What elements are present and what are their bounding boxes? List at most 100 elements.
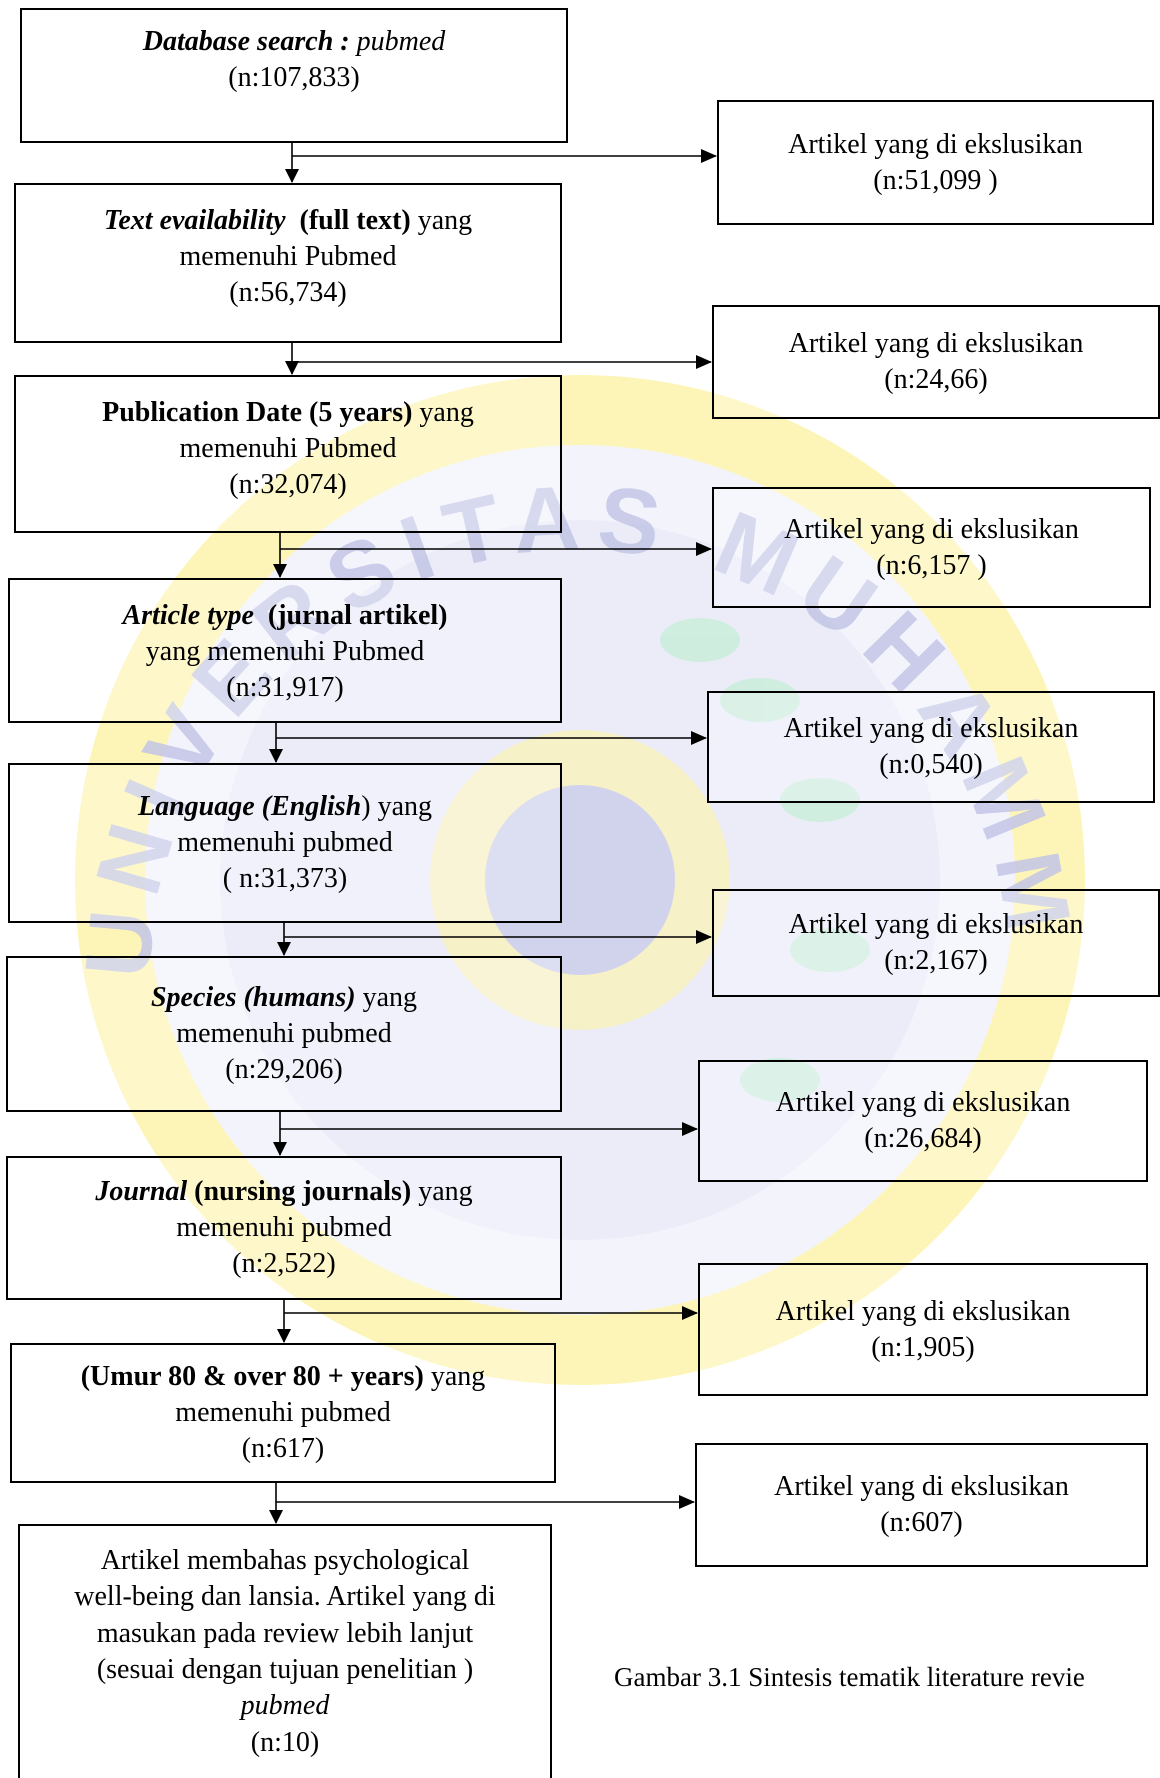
excluded-count: (n:51,099 ) (873, 164, 998, 196)
main-title-line: Species (humans) yang (151, 980, 417, 1016)
main-title-line: Publication Date (5 years) yang (102, 395, 474, 431)
box-excluded-8: Artikel yang di ekslusikan (n:607) (695, 1443, 1148, 1567)
box-article-type: Article type (jurnal artikel) yang memen… (8, 578, 562, 723)
arrowhead-down-icon (269, 1510, 283, 1524)
title-fragment: (full text) (285, 205, 411, 236)
title-fragment: yang (423, 1361, 486, 1393)
arrowhead-down-icon (277, 942, 291, 956)
title-fragment: (jurnal artikel) (253, 600, 448, 631)
main-subtitle: yang memenuhi Pubmed (145, 635, 425, 667)
final-line-3: masukan pada review lebih lanjut (96, 1617, 474, 1649)
box-age: (Umur 80 & over 80 + years) yang memenuh… (10, 1343, 556, 1483)
excluded-count: (n:1,905) (871, 1331, 975, 1363)
main-title-line: Journal (nursing journals) yang (95, 1174, 472, 1210)
excluded-count: (n:0,540) (879, 749, 983, 780)
main-count: (n:617) (241, 1432, 325, 1464)
box-excluded-7: Artikel yang di ekslusikan (n:1,905) (698, 1263, 1148, 1396)
excluded-label: Artikel yang di ekslusikan (784, 513, 1079, 545)
arrowhead-down-icon (277, 1329, 291, 1343)
box-excluded-1: Artikel yang di ekslusikan (n:51,099 ) (717, 100, 1154, 225)
excluded-count: (n:6,157 ) (876, 549, 987, 581)
main-title-line: Article type (jurnal artikel) (122, 598, 447, 634)
main-count: (n:56,734) (229, 276, 347, 308)
final-line-4: (sesuai dengan tujuan penelitian ) (96, 1654, 474, 1685)
excluded-label: Artikel yang di ekslusikan (775, 1295, 1071, 1327)
box-final-included: Artikel membahas psychological well-bein… (18, 1524, 552, 1778)
excluded-label: Artikel yang di ekslusikan (788, 328, 1084, 360)
main-count: ( n:31,373) (222, 862, 348, 894)
arrowhead-right-icon (682, 1306, 698, 1320)
arrowhead-down-icon (273, 1142, 287, 1156)
box-database-search: Database search : pubmed (n:107,833) (20, 8, 568, 143)
main-count: (n:2,522) (232, 1247, 336, 1279)
excluded-label: Artikel yang di ekslusikan (775, 1087, 1071, 1119)
final-line-1: Artikel membahas psychological (100, 1544, 470, 1576)
box-language: Language (English) yang memenuhi pubmed … (8, 763, 562, 923)
excluded-count: (n:24,66) (884, 364, 988, 395)
title-fragment: Text evailability (103, 205, 286, 236)
main-count: (n:107,833) (228, 61, 360, 93)
title-fragment: yang (410, 205, 473, 236)
arrowhead-down-icon (285, 169, 299, 183)
main-title-line: Language (English) yang (138, 789, 432, 825)
arrowhead-right-icon (696, 930, 712, 944)
box-journal: Journal (nursing journals) yang memenuhi… (6, 1156, 562, 1300)
excluded-label: Artikel yang di ekslusikan (783, 713, 1079, 745)
title-fragment: yang (355, 982, 417, 1014)
main-title-line: Database search : pubmed (143, 24, 446, 60)
title-fragment: (Umur 80 & over 80 + years) (80, 1361, 424, 1393)
excluded-label: Artikel yang di ekslusikan (788, 128, 1083, 160)
main-subtitle: memenuhi pubmed (176, 1018, 392, 1050)
box-publication-date: Publication Date (5 years) yang memenuhi… (14, 375, 562, 533)
excluded-count: (n:607) (880, 1507, 963, 1538)
title-fragment: (nursing journals) (187, 1176, 412, 1208)
box-excluded-3: Artikel yang di ekslusikan (n:6,157 ) (712, 487, 1151, 608)
box-excluded-6: Artikel yang di ekslusikan (n:26,684) (698, 1060, 1148, 1182)
arrowhead-right-icon (701, 149, 717, 163)
excluded-label: Artikel yang di ekslusikan (774, 1471, 1069, 1503)
title-fragment: Journal (95, 1176, 188, 1208)
main-count: (n:29,206) (225, 1053, 343, 1085)
figure-caption: Gambar 3.1 Sintesis tematik literature r… (614, 1662, 1085, 1692)
box-text-availability: Text evailability (full text) yang memen… (14, 183, 562, 343)
box-excluded-4: Artikel yang di ekslusikan (n:0,540) (707, 691, 1155, 803)
title-fragment: pubmed (356, 26, 446, 57)
arrowhead-right-icon (696, 355, 712, 369)
title-fragment: Species (humans) (150, 982, 356, 1014)
main-count: (n:31,917) (226, 671, 344, 703)
title-fragment: Publication Date (5 years) (102, 397, 413, 428)
box-excluded-5: Artikel yang di ekslusikan (n:2,167) (712, 889, 1160, 997)
watermark-sun (430, 730, 730, 1030)
main-subtitle: memenuhi pubmed (177, 827, 393, 859)
main-title-line: (Umur 80 & over 80 + years) yang (81, 1359, 486, 1395)
box-species: Species (humans) yang memenuhi pubmed (n… (6, 956, 562, 1112)
arrowhead-down-icon (269, 749, 283, 763)
arrowhead-right-icon (696, 542, 712, 556)
title-fragment: ) yang (361, 791, 433, 823)
box-excluded-2: Artikel yang di ekslusikan (n:24,66) (712, 305, 1160, 419)
excluded-count: (n:26,684) (864, 1123, 982, 1154)
excluded-label: Artikel yang di ekslusikan (788, 909, 1084, 941)
arrowhead-down-icon (273, 564, 287, 578)
title-fragment: yang (411, 1176, 473, 1208)
title-fragment: yang (412, 397, 474, 428)
title-fragment: Database search : (142, 26, 357, 57)
title-fragment: Article type (122, 600, 254, 631)
excluded-count: (n:2,167) (884, 945, 988, 976)
main-title-line: Text evailability (full text) yang (104, 203, 472, 239)
title-fragment: Language (English (137, 791, 362, 823)
watermark-leaves (660, 618, 870, 1102)
final-line-5: pubmed (240, 1690, 330, 1722)
arrowhead-right-icon (691, 731, 707, 745)
final-line-2: well-being dan lansia. Artikel yang di (74, 1581, 496, 1613)
final-count: (n:10) (250, 1726, 320, 1758)
main-subtitle: memenuhi Pubmed (179, 240, 397, 272)
main-subtitle: memenuhi Pubmed (179, 432, 397, 464)
main-subtitle: memenuhi pubmed (176, 1212, 392, 1244)
arrowhead-down-icon (285, 361, 299, 375)
arrowhead-right-icon (682, 1122, 698, 1136)
main-count: (n:32,074) (229, 468, 347, 500)
arrowhead-right-icon (679, 1495, 695, 1509)
main-subtitle: memenuhi pubmed (175, 1397, 391, 1429)
